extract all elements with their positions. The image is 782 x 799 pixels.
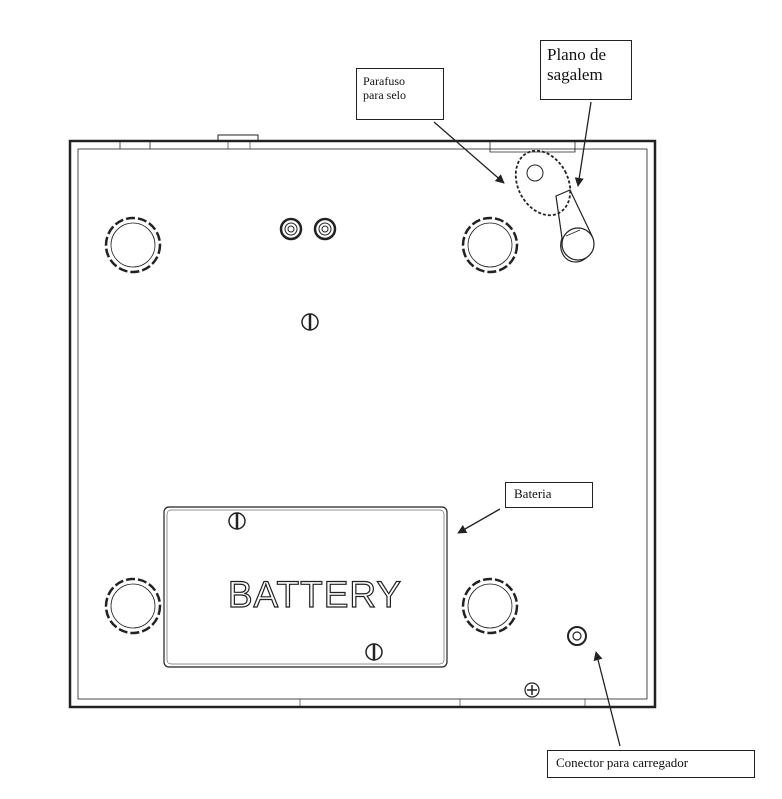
arrow-plano xyxy=(574,101,592,187)
seal-slot xyxy=(514,149,595,263)
callout-parafuso-para-selo: Parafuso para selo xyxy=(356,68,444,120)
leader-arrows xyxy=(433,101,621,747)
callout-parafuso-line1: Parafuso xyxy=(363,74,405,88)
battery-cover: BATTERY xyxy=(163,506,448,668)
screw-small-bottom xyxy=(524,682,540,698)
twin-connector xyxy=(279,217,337,241)
rubber-foot-bottom-right xyxy=(461,577,519,635)
callout-parafuso-line2: para selo xyxy=(363,87,406,102)
charger-connector xyxy=(567,626,587,646)
callout-bateria-text: Bateria xyxy=(514,486,552,501)
callout-conector-para-carregador: Conector para carregador xyxy=(547,750,755,778)
screw-battery-top xyxy=(228,512,246,530)
callout-plano-line1: Plano de xyxy=(547,45,607,64)
arrow-conector xyxy=(593,651,621,747)
screw-center xyxy=(301,313,319,331)
rubber-foot-top-right xyxy=(461,216,519,274)
housing-outline xyxy=(68,134,657,709)
callout-bateria: Bateria xyxy=(505,482,593,508)
rubber-foot-top-left xyxy=(104,216,162,274)
rubber-foot-bottom-left xyxy=(104,577,162,635)
callout-conector-text: Conector para carregador xyxy=(556,755,689,770)
screw-battery-bottom xyxy=(365,643,383,661)
callout-plano-line2: sagalem xyxy=(547,64,603,84)
battery-label: BATTERY xyxy=(228,574,402,615)
callout-plano-de-sagalem: Plano de sagalem xyxy=(540,40,632,100)
arrow-bateria xyxy=(457,508,501,534)
arrow-parafuso xyxy=(433,121,505,184)
